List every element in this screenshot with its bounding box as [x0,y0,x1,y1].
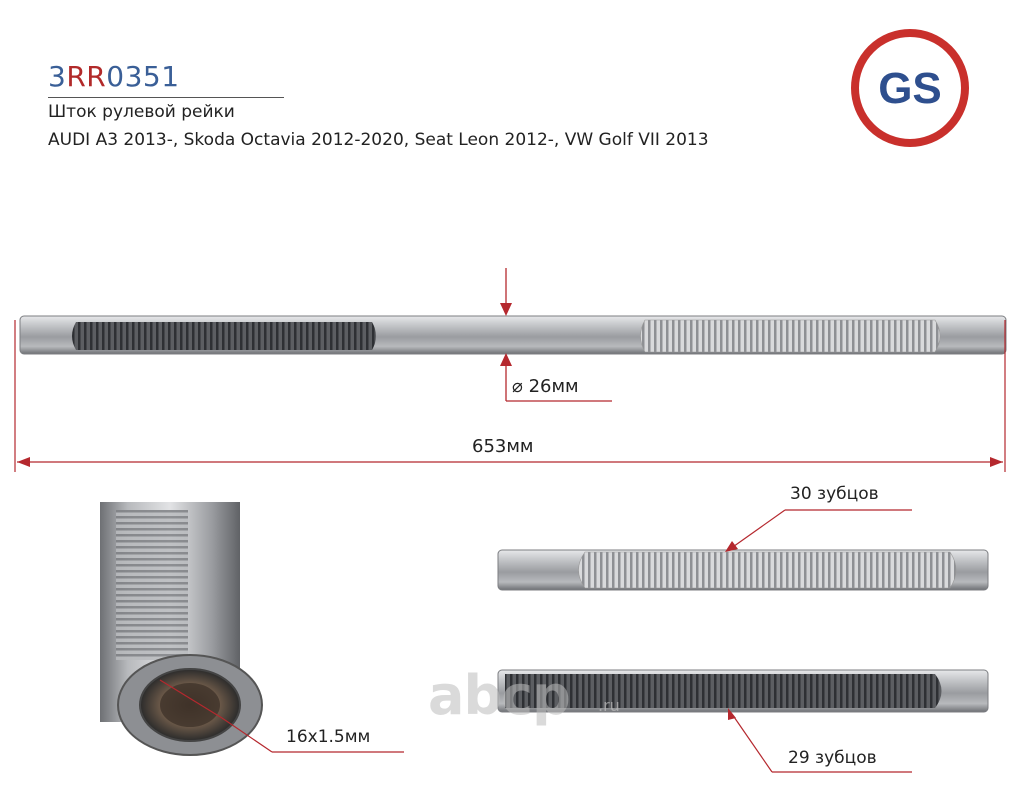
part-applications: AUDI A3 2013-, Skoda Octavia 2012-2020, … [48,130,709,150]
teeth-bottom-indicator [728,708,912,773]
rack-closeup-top [497,549,989,591]
teeth-section-right [640,319,941,353]
thread-label: 16x1.5мм [286,727,371,747]
teeth-top-label: 30 зубцов [790,484,879,504]
length-label: 653мм [472,436,534,457]
teeth-section-left [72,322,376,350]
thread-indicator [159,679,404,753]
length-indicator [14,320,1006,472]
teeth-top-indicator [725,509,912,552]
logo-text: GS [878,64,942,113]
rack-end-view [100,502,263,756]
title-divider [48,97,284,98]
watermark-brand: abcp [428,664,571,727]
diameter-indicator [500,268,612,402]
teeth-bottom-label: 29 зубцов [788,748,877,768]
watermark-tld: .ru [598,696,620,715]
part-name: Шток рулевой рейки [48,102,235,122]
gs-logo: GS [851,29,969,147]
diameter-label: ⌀ 26мм [512,376,579,397]
main-rack [19,315,1007,355]
part-code: 3RR0351 [48,60,180,93]
rack-closeup-bottom [497,669,989,713]
